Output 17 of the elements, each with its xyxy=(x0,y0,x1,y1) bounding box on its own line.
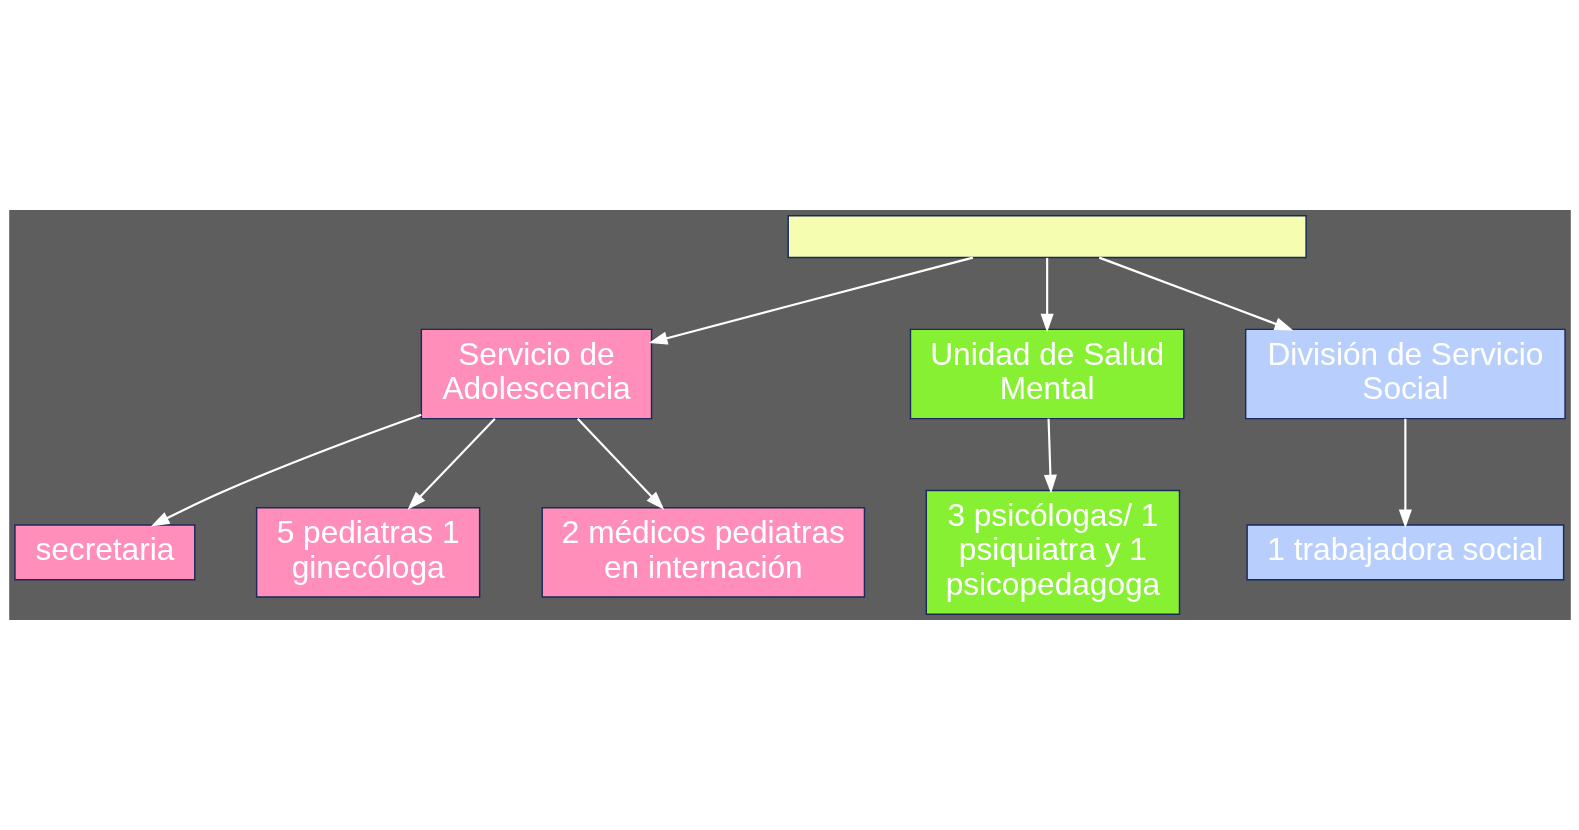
node-box: 5 pediatras 1 ginecóloga xyxy=(255,507,480,598)
node-box: 2 médicos pediatras en internación xyxy=(541,507,865,598)
arrow xyxy=(576,418,664,510)
node-box xyxy=(787,215,1307,259)
node-box: Servicio de Adolescencia xyxy=(420,328,652,420)
node-box: 1 trabajadora social xyxy=(1245,524,1564,581)
arrow xyxy=(1398,418,1412,529)
arrow xyxy=(407,418,496,510)
node-box: Unidad de Salud Mental xyxy=(909,328,1185,420)
node-box: secretaria xyxy=(13,524,195,581)
node-box: 3 psicólogas/ 1 psiquiatra y 1 psicopedagoga xyxy=(925,489,1180,615)
arrow xyxy=(648,256,973,345)
node-box: División de Servicio Social xyxy=(1244,328,1566,420)
arrow xyxy=(1043,418,1057,494)
arrow xyxy=(1098,256,1293,331)
arrow xyxy=(150,413,422,527)
arrow xyxy=(1040,257,1054,333)
